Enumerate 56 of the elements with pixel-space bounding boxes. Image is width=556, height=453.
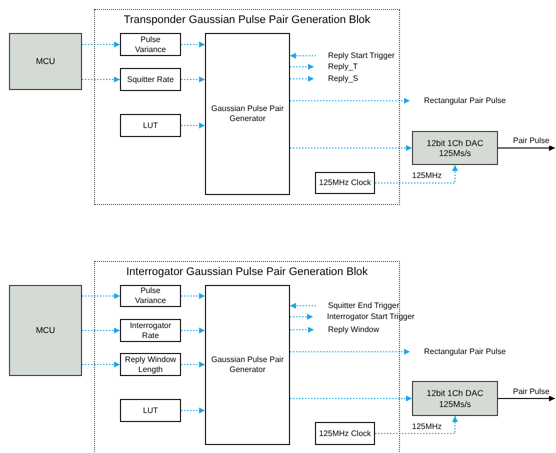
dac-block: 12bit 1Ch DAC 125Ms/s xyxy=(412,381,498,416)
dotted-group-frame xyxy=(94,9,400,205)
dotted-arrow xyxy=(82,76,120,82)
signal-label: Reply_S xyxy=(314,74,358,84)
dac-block: 12bit 1Ch DAC 125Ms/s xyxy=(412,131,498,165)
edge-label: Pair Pulse xyxy=(512,137,550,146)
edge-label: Pair Pulse xyxy=(512,388,550,396)
process-box: Squitter Rate xyxy=(120,68,181,91)
dotted-arrow xyxy=(290,145,412,151)
process-box: Gaussian Pulse Pair Generator xyxy=(205,33,290,195)
mcu-block: MCU xyxy=(9,285,82,376)
process-box: Reply Window Length xyxy=(120,353,181,376)
dotted-arrow xyxy=(82,328,120,334)
process-box: Pulse Variance xyxy=(120,33,181,56)
dotted-arrow xyxy=(290,348,410,355)
dotted-arrow xyxy=(180,122,206,128)
signal-label: Squitter End Trigger xyxy=(316,301,400,311)
dotted-arrow xyxy=(290,326,314,333)
group-title: Transponder Gaussian Pulse Pair Generation Blok xyxy=(122,14,372,28)
signal-line xyxy=(498,396,556,402)
dotted-arrow xyxy=(374,416,458,434)
dotted-arrow xyxy=(82,362,120,368)
dotted-arrow xyxy=(180,362,206,368)
dotted-arrow xyxy=(180,293,206,299)
group-title: Interrogator Gaussian Pulse Pair Generation Blok xyxy=(125,266,369,280)
dotted-arrow xyxy=(82,293,120,299)
dotted-arrow xyxy=(290,314,314,320)
signal-label: Interrogator Start Trigger xyxy=(313,312,415,322)
dotted-arrow xyxy=(290,52,316,59)
process-box: Interrogator Rate xyxy=(120,319,181,342)
dotted-arrow xyxy=(290,302,316,309)
dotted-arrow xyxy=(180,328,206,334)
process-box: Gaussian Pulse Pair Generator xyxy=(205,285,290,445)
dotted-arrow xyxy=(374,164,458,184)
signal-label: Rectangular Pair Pulse xyxy=(410,96,506,106)
dotted-arrow xyxy=(180,42,206,48)
signal-label: Rectangular Pair Pulse xyxy=(410,347,506,357)
dotted-arrow xyxy=(290,64,314,70)
dotted-arrow xyxy=(290,76,314,82)
process-box: 125MHz Clock xyxy=(315,172,375,194)
signal-label: Reply Window xyxy=(314,325,380,335)
signal-label: Reply Start Trigger xyxy=(316,51,395,61)
edge-label: 125MHz xyxy=(411,172,443,181)
dotted-arrow xyxy=(290,396,412,402)
process-box: 125MHz Clock xyxy=(315,422,375,445)
edge-label: 125MHz xyxy=(411,422,443,432)
process-box: LUT xyxy=(120,114,181,137)
dotted-arrow xyxy=(82,42,120,48)
dotted-arrow xyxy=(290,98,410,104)
signal-label: Reply_T xyxy=(314,62,358,72)
process-box: Pulse Variance xyxy=(120,285,181,307)
dotted-arrow xyxy=(180,408,206,414)
mcu-block: MCU xyxy=(9,33,82,90)
process-box: LUT xyxy=(120,399,181,422)
signal-line xyxy=(498,145,556,151)
dotted-arrow xyxy=(180,76,206,82)
